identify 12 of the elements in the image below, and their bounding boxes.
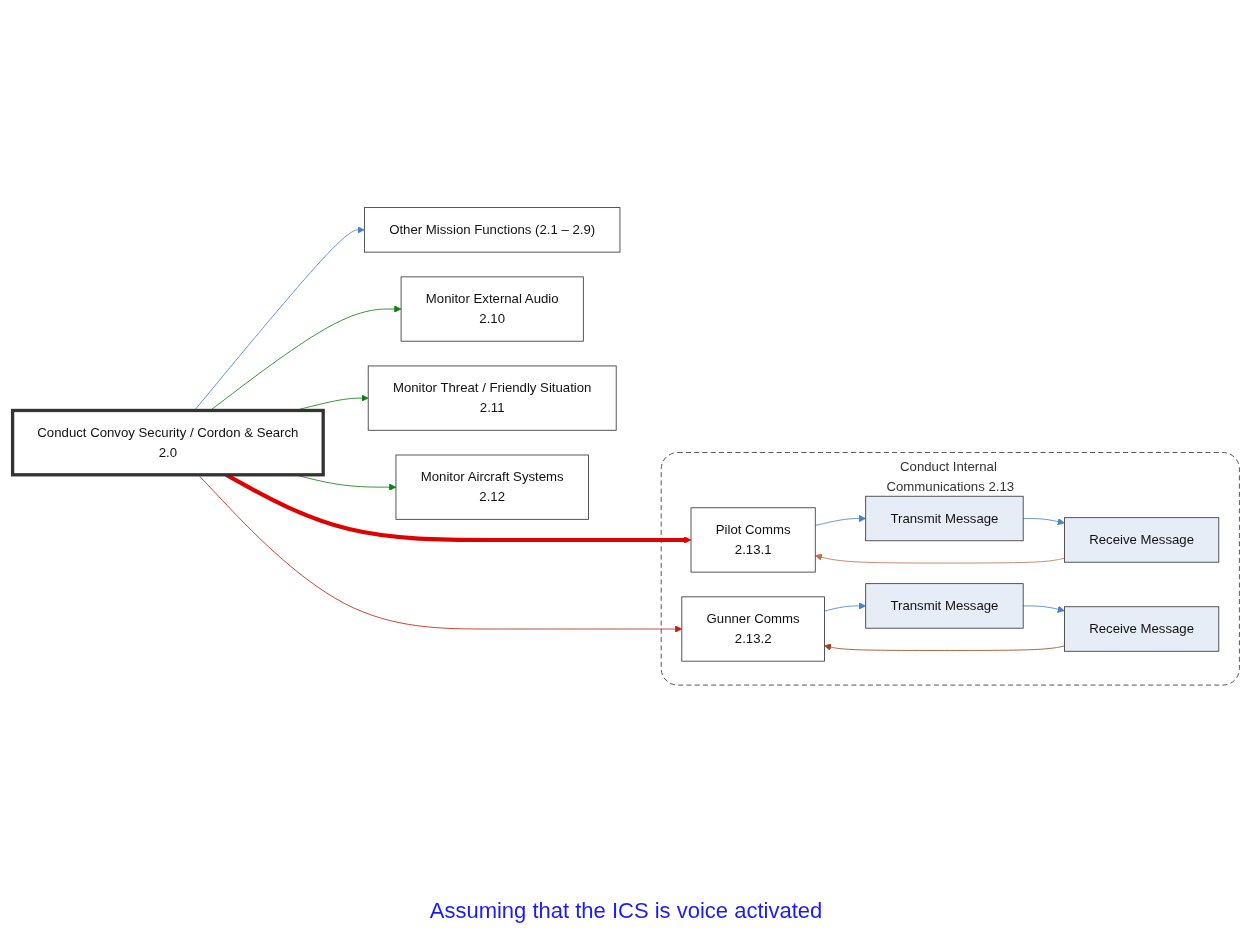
node-box: Monitor Aircraft Systems 2.12 [395, 454, 589, 520]
node-box: Receive Message [1064, 606, 1220, 652]
note-text: Assuming that the ICS is voice activated [429, 898, 823, 924]
node-box: Pilot Comms 2.13.1 [690, 507, 816, 573]
node-box: Gunner Comms 2.13.2 [681, 596, 825, 662]
node-box: Receive Message [1064, 516, 1220, 563]
node-box: Transmit Message [865, 582, 1024, 629]
node-box: Transmit Message [865, 495, 1024, 541]
node-box: Monitor External Audio 2.10 [400, 276, 584, 342]
node-box: Conduct Convoy Security / Cordon & Search 2.0 [10, 408, 325, 477]
node-box: Other Mission Functions (2.1 – 2.9) [364, 206, 621, 253]
node-box: Monitor Threat / Friendly Situation 2.11 [367, 365, 617, 431]
